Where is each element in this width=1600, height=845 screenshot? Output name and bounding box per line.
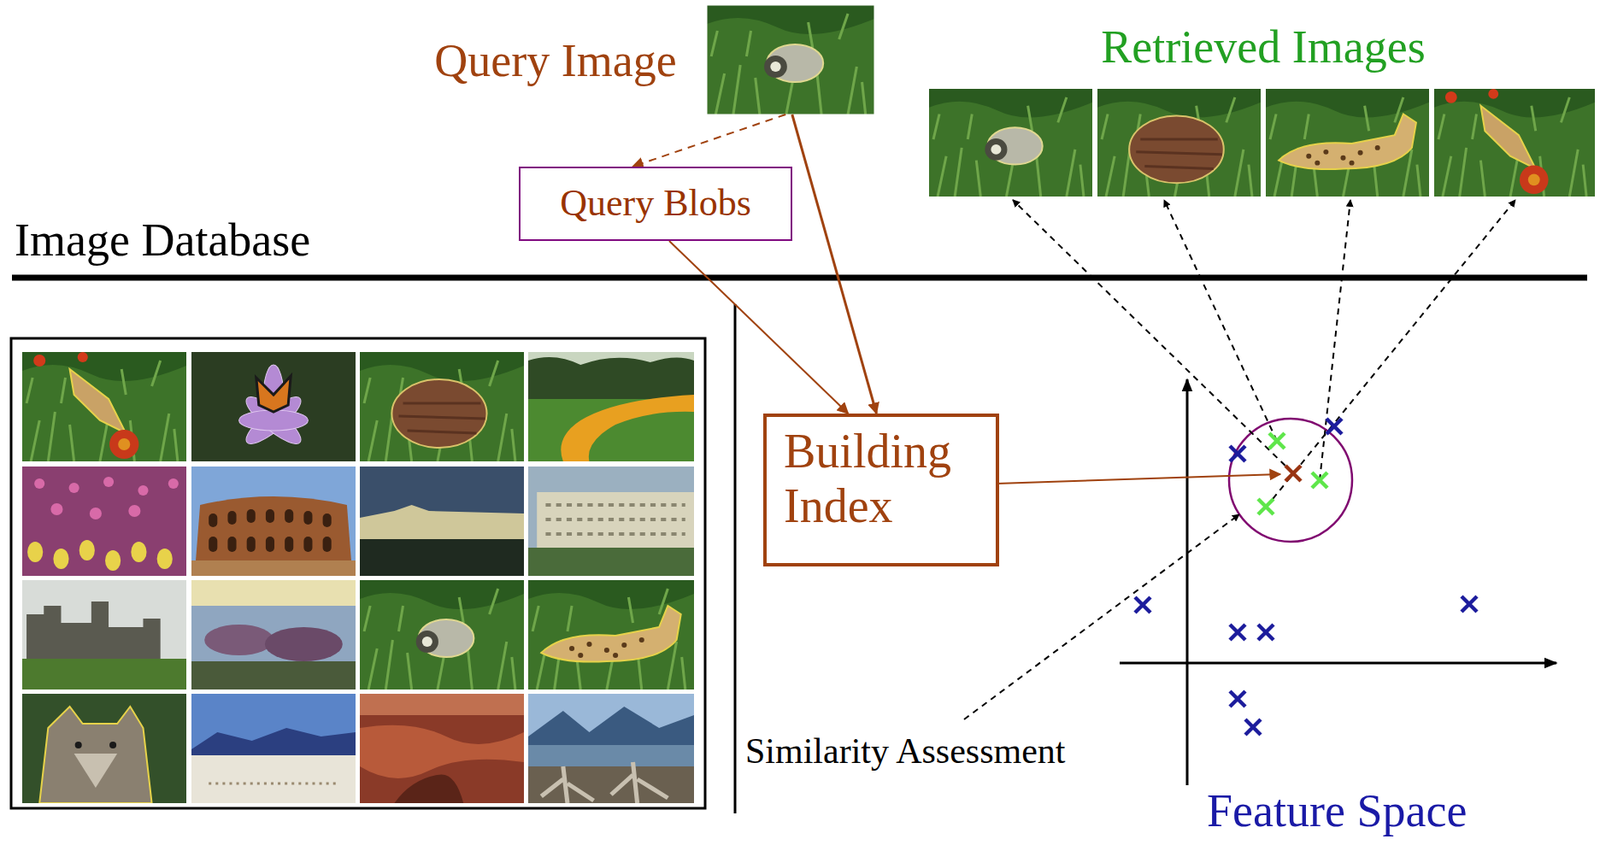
process-box: Building Index — [763, 413, 1000, 567]
database-thumbnails — [22, 352, 695, 804]
query-thumbnail — [706, 5, 875, 115]
drawing-use — [528, 694, 695, 804]
drawing-path — [1311, 472, 1328, 489]
drawing-use — [191, 580, 356, 690]
drawing-line — [964, 514, 1240, 720]
axis — [1186, 379, 1189, 786]
drawing-path — [1229, 624, 1246, 641]
axis — [1119, 662, 1557, 665]
drawing-use — [22, 580, 187, 690]
drawing-path — [1229, 691, 1246, 707]
retrieved-thumbnail — [1434, 88, 1595, 197]
database-frame — [11, 338, 706, 809]
drawing-line — [1012, 200, 1294, 474]
drawing-use — [359, 694, 524, 804]
drawing-path — [1326, 418, 1342, 435]
axis-title: Feature Space — [1206, 786, 1467, 837]
node-text: Building Index — [783, 423, 979, 535]
retrieved-thumbnail — [1097, 88, 1261, 197]
drawing-path — [1258, 499, 1274, 515]
connector — [669, 241, 848, 414]
drawing-rect — [706, 5, 875, 115]
divider-line — [734, 304, 737, 814]
drawing-use — [528, 352, 695, 462]
retrieved-thumbnail — [929, 88, 1093, 197]
drawing-path — [1229, 446, 1246, 462]
query-point — [1285, 465, 1301, 482]
divider-line — [11, 275, 1588, 282]
retrieved-thumbnail — [1265, 88, 1430, 197]
query-image: Query Image — [413, 5, 876, 115]
drawing-path — [1245, 719, 1261, 736]
drawing-use — [359, 466, 524, 577]
query-neighbourhood — [1229, 418, 1353, 542]
drawing-use — [191, 466, 356, 577]
node-text: Query Blobs — [559, 182, 752, 226]
drawing-line — [1265, 200, 1516, 508]
drawing-line — [1319, 200, 1351, 481]
drawing-use — [22, 466, 187, 577]
feature-points — [1135, 418, 1477, 736]
process-box: Query Blobs — [518, 166, 793, 242]
drawing-path — [1135, 597, 1151, 613]
retrieved-images: Retrieved Images — [929, 20, 1598, 199]
drawing-path — [1258, 624, 1274, 641]
drawing-line — [1164, 200, 1277, 442]
drawing-use — [528, 580, 695, 690]
drawing-use — [22, 694, 187, 804]
drawing-use — [191, 694, 356, 804]
connector — [632, 114, 786, 167]
node-text: Retrieved Images — [929, 20, 1598, 74]
retrieval-lines — [964, 200, 1516, 720]
drawing-path — [1269, 433, 1285, 449]
node-text: Query Image — [413, 34, 698, 88]
connector — [792, 114, 877, 414]
axis-caption: Similarity Assessment — [745, 731, 1066, 771]
drawing-use — [359, 352, 524, 462]
drawing-use — [191, 352, 356, 462]
drawing-use — [359, 580, 524, 690]
drawing-use — [22, 352, 187, 462]
index-arrow — [996, 474, 1281, 484]
section-title: Image Database — [14, 215, 311, 266]
drawing-path — [1461, 596, 1477, 612]
drawing-use — [528, 466, 695, 577]
